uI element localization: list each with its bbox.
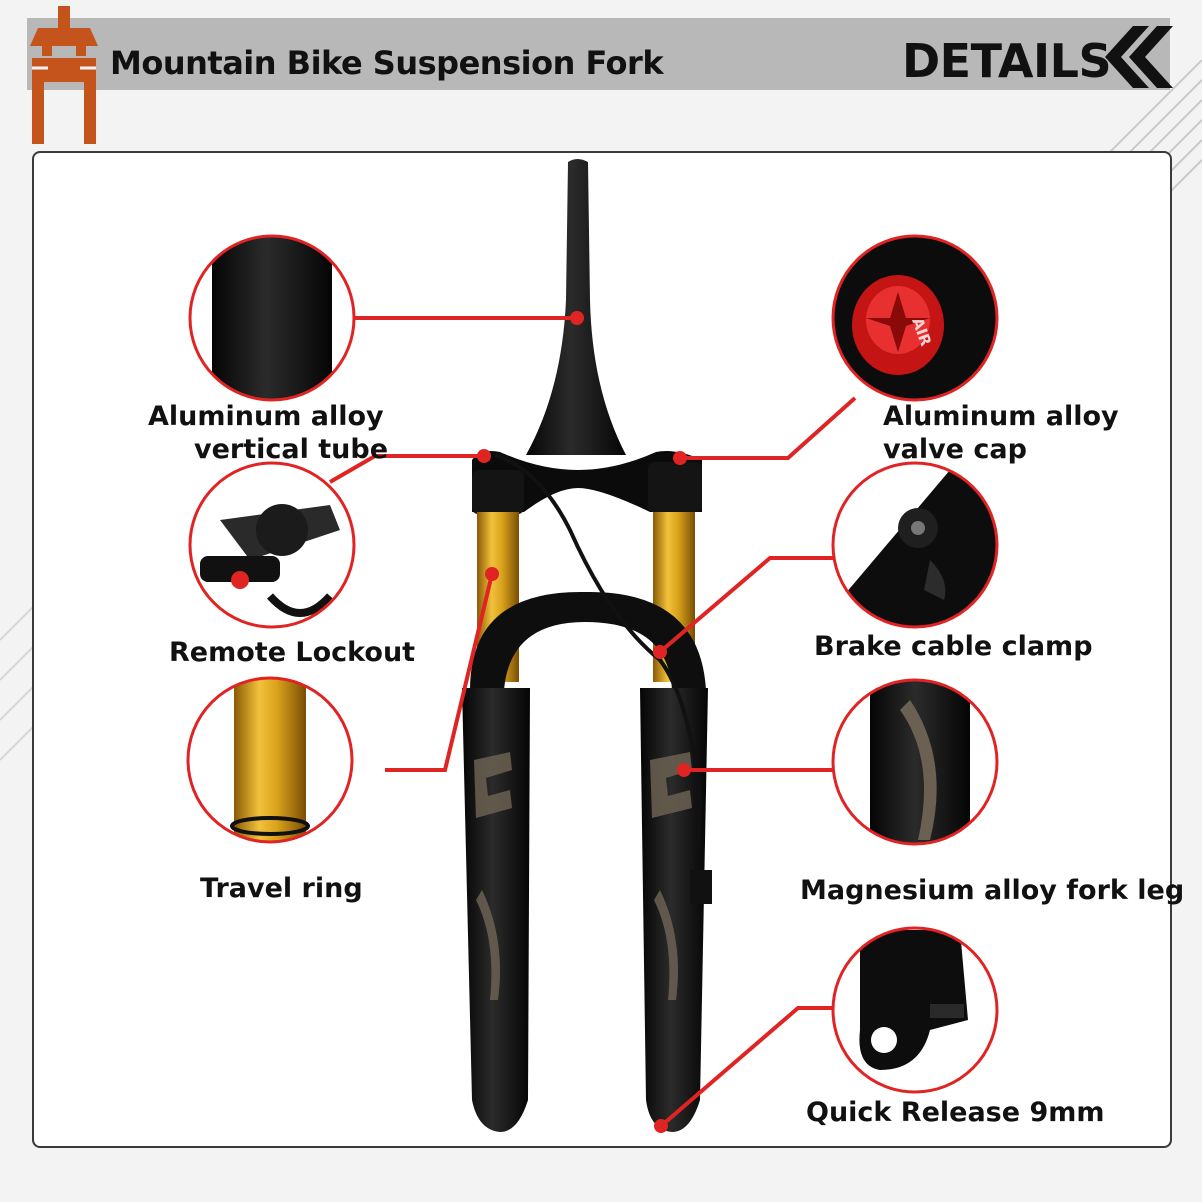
label-travel-ring: Travel ring (200, 873, 363, 904)
details-heading: DETAILS (902, 34, 1112, 88)
remote-cable (494, 453, 703, 881)
label-vertical-tube: Aluminum alloy vertical tube (148, 401, 389, 465)
fork-arch (470, 591, 706, 690)
detail-remote-lockout (188, 461, 356, 629)
label-brake-cable-clamp: Brake cable clamp (814, 631, 1093, 662)
right-fork-leg (640, 688, 708, 1132)
page-title: Mountain Bike Suspension Fork (110, 44, 664, 82)
fork-crown (472, 451, 702, 514)
label-quick-release: Quick Release 9mm (806, 1097, 1105, 1128)
label-fork-leg: Magnesium alloy fork leg (800, 875, 1185, 906)
detail-fork-leg (831, 678, 999, 846)
steerer-tube (526, 159, 626, 455)
fork-logo-icon (30, 6, 98, 144)
detail-travel-ring (186, 676, 354, 844)
left-fork-leg (462, 688, 530, 1132)
label-valve-cap: Aluminum alloy valve cap (883, 401, 1119, 465)
detail-brake-cable-clamp (831, 461, 999, 629)
header-bar (27, 18, 1170, 90)
label-remote-lockout: Remote Lockout (169, 637, 416, 668)
detail-quick-release (831, 926, 999, 1094)
detail-vertical-tube (188, 234, 356, 402)
detail-valve-cap: AIR (831, 234, 999, 402)
double-chevron-left-icon (1105, 26, 1173, 88)
